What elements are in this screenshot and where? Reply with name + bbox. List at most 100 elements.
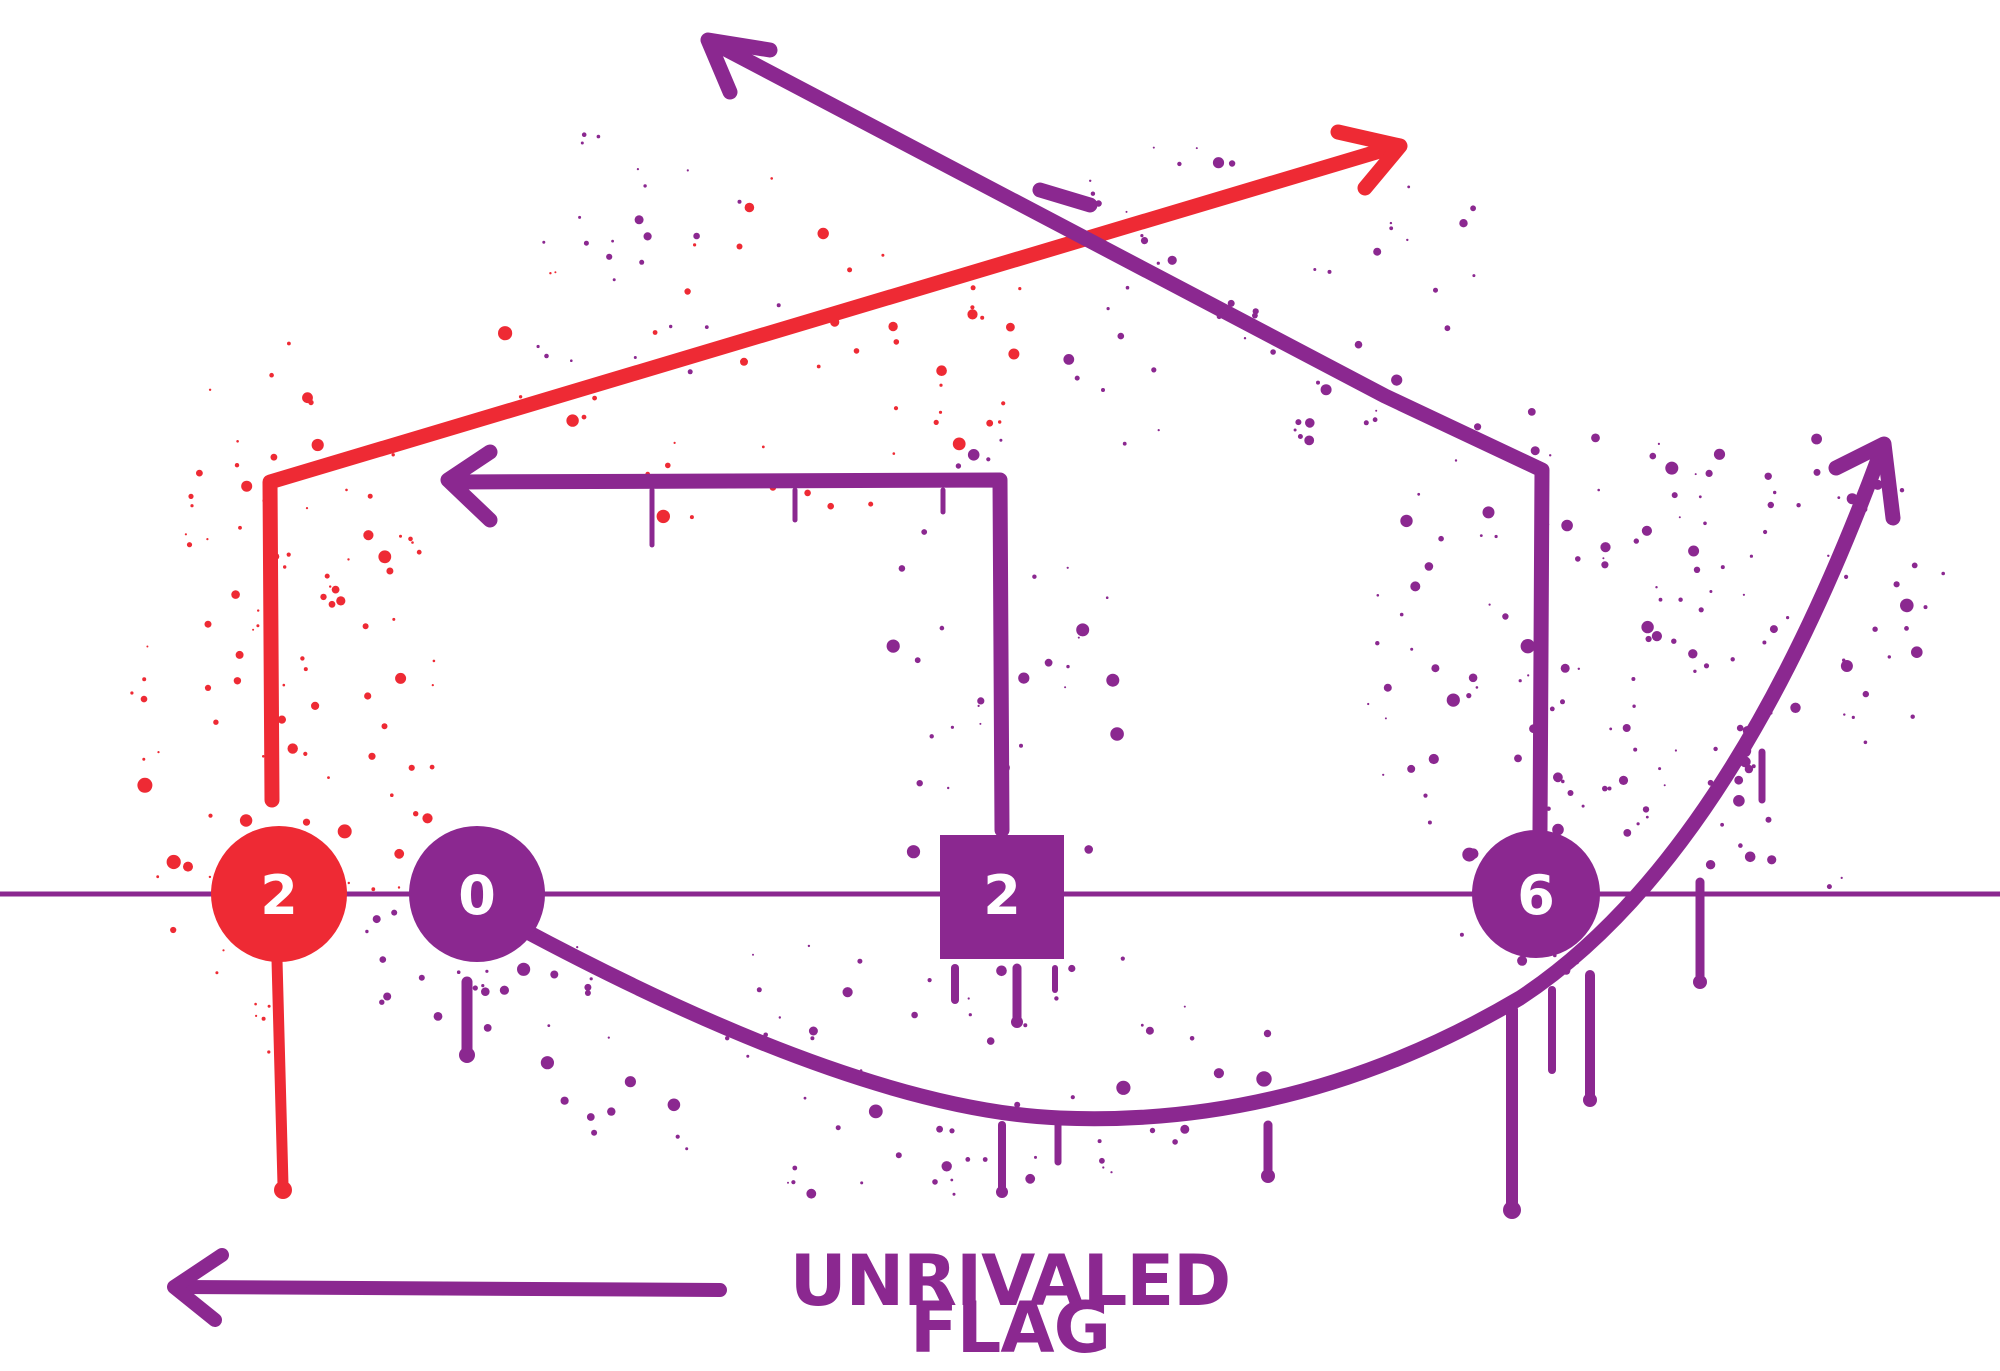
splatter-dot — [1054, 996, 1059, 1001]
splatter-dot — [329, 585, 332, 588]
splatter-dot — [368, 752, 376, 760]
splatter-dot — [1742, 593, 1745, 596]
splatter-dot — [540, 1056, 555, 1070]
splatter-dot — [1008, 348, 1020, 360]
splatter-dot — [1602, 557, 1605, 560]
splatter-dot — [1549, 454, 1552, 457]
splatter-dot — [337, 824, 352, 839]
splatter-dot — [1195, 147, 1198, 150]
splatter-dot — [300, 656, 305, 661]
splatter-dot — [483, 1024, 492, 1032]
splatter-dot — [1688, 545, 1700, 557]
splatter-dot — [1389, 226, 1394, 231]
splatter-dot — [606, 253, 613, 260]
splatter-dot — [1645, 635, 1652, 643]
player-1-label: 2 — [260, 864, 298, 927]
splatter-dot — [1044, 658, 1053, 667]
splatter-dot — [979, 722, 982, 725]
splatter-dot — [686, 169, 689, 172]
splatter-dot — [394, 848, 405, 859]
splatter-dot — [1006, 322, 1015, 332]
splatter-dot — [1581, 804, 1585, 808]
splatter-dot — [1840, 876, 1843, 880]
splatter-dot — [372, 915, 381, 924]
splatter-dot — [652, 330, 658, 335]
splatter-dot — [391, 909, 398, 916]
splatter-dot — [367, 493, 373, 499]
route-purple-curve — [459, 436, 1901, 1219]
splatter-dot — [725, 1036, 730, 1041]
splatter-dot — [1767, 501, 1775, 509]
splatter-dot — [1618, 775, 1629, 786]
splatter-dot — [952, 1192, 956, 1196]
splatter-dot — [807, 944, 811, 948]
splatter-dot — [1837, 496, 1841, 499]
splatter-dot — [752, 953, 754, 956]
splatter-dot — [1256, 1071, 1272, 1087]
splatter-dot — [1763, 529, 1768, 535]
splatter-dot — [1305, 418, 1315, 428]
splatter-dot — [1189, 1036, 1195, 1041]
splatter-dot — [1297, 434, 1303, 439]
splatter-dot — [1633, 538, 1640, 544]
splatter-dot — [544, 353, 549, 359]
splatter-dot — [792, 1165, 798, 1171]
splatter-dot — [746, 1054, 750, 1058]
splatter-dot — [1145, 1026, 1154, 1035]
splatter-dot — [1577, 667, 1581, 670]
splatter-dot — [860, 1181, 864, 1185]
splatter-dot — [586, 1113, 595, 1121]
splatter-dot — [1479, 534, 1483, 537]
splatter-dot — [949, 1128, 955, 1134]
splatter-dot — [881, 253, 885, 257]
splatter-dot — [208, 388, 212, 391]
splatter-dot — [267, 1004, 271, 1008]
splatter-dot — [1295, 419, 1302, 426]
splatter-dot — [1720, 565, 1725, 570]
splatter-dot — [970, 285, 976, 291]
splatter-dot — [196, 469, 203, 477]
splatter-dot — [547, 1024, 551, 1027]
splatter-dot — [761, 445, 765, 449]
splatter-dot — [736, 243, 743, 250]
splatter-dot — [170, 926, 177, 934]
splatter-dot — [1034, 1155, 1037, 1159]
splatter-dot — [986, 457, 991, 462]
splatter-dot — [1560, 699, 1565, 705]
splatter-dot — [932, 1179, 938, 1185]
splatter-dot — [1304, 435, 1315, 446]
logo: UNRIVALED FLAG — [790, 1240, 1232, 1369]
splatter-dot — [188, 493, 194, 499]
splatter-dot — [498, 326, 513, 341]
splatter-dot — [1622, 724, 1631, 732]
splatter-dot — [744, 202, 755, 213]
splatter-dot — [1320, 384, 1332, 396]
splatter-dot — [1773, 490, 1777, 495]
splatter-dot — [639, 259, 645, 265]
splatter-dot — [1243, 337, 1247, 340]
route-purple-middle — [440, 444, 1010, 838]
splatter-dot — [554, 271, 557, 274]
splatter-dot — [977, 697, 985, 705]
splatter-dot — [1764, 472, 1772, 480]
splatter-dot — [939, 625, 945, 631]
splatter-dot — [324, 573, 330, 579]
splatter-dot — [1567, 790, 1574, 796]
splatter-dot — [667, 1098, 681, 1112]
splatter-dot — [536, 344, 540, 349]
splatter-dot — [808, 1026, 818, 1036]
splatter-dot — [1631, 677, 1636, 681]
splatter-dot — [1025, 1173, 1036, 1184]
splatter-dot — [967, 997, 970, 1000]
splatter-dot — [140, 695, 148, 703]
splatter-dot — [1553, 772, 1563, 783]
splatter-dot — [254, 1002, 257, 1006]
splatter-dot — [1316, 380, 1320, 385]
splatter-dot — [1796, 503, 1801, 508]
splatter-dot — [1518, 679, 1522, 683]
splatter-dot — [371, 887, 376, 892]
splatter-dot — [397, 886, 401, 889]
splatter-dot — [1084, 845, 1093, 854]
splatter-dot — [1417, 492, 1421, 496]
